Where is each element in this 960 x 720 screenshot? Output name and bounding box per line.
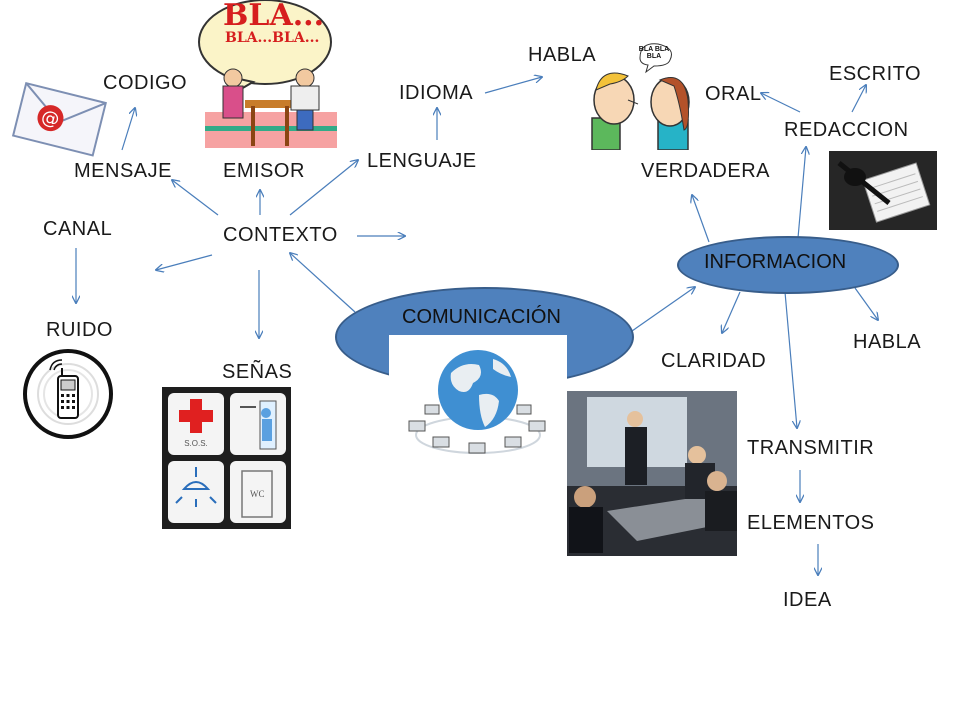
node-habla-top[interactable]: HABLA	[528, 44, 597, 66]
arrow-informacion-habla	[854, 287, 878, 320]
signs-image: S.O.S. WC	[162, 387, 291, 529]
informacion-ellipse[interactable]	[677, 236, 899, 294]
arrow-contexto-mensaje	[172, 180, 219, 216]
globe-network-image	[389, 335, 567, 470]
phone-noise-image	[22, 348, 114, 445]
informacion-label: INFORMACION	[704, 251, 847, 273]
red-cross-icon	[179, 399, 213, 433]
node-transmitir[interactable]: TRANSMITIR	[747, 437, 875, 459]
meeting-photo-image	[567, 391, 737, 556]
node-codigo[interactable]: CODIGO	[103, 72, 188, 94]
node-emisor[interactable]: EMISOR	[223, 160, 305, 182]
node-habla-right[interactable]: HABLA	[853, 331, 922, 353]
arrow-contexto-lenguaje	[289, 160, 358, 216]
bubble-text-bottom: BLA...BLA...	[225, 30, 320, 46]
arrow-informacion-redaccion	[797, 147, 806, 239]
notebook-pen-image	[829, 151, 937, 230]
node-lenguaje[interactable]: LENGUAJE	[367, 150, 477, 172]
chat-cartoon-image: BLA... BLA...BLA...	[195, 0, 345, 150]
node-idea[interactable]: IDEA	[783, 589, 832, 611]
node-elementos[interactable]: ELEMENTOS	[747, 512, 875, 534]
arrow-contexto-canal	[156, 254, 213, 270]
arrow-redaccion-escrito	[851, 85, 866, 113]
node-redaccion[interactable]: REDACCION	[784, 119, 909, 141]
node-senas[interactable]: SEÑAS	[222, 361, 293, 383]
arrow-informacion-transmitir	[784, 291, 797, 428]
lamp-icon	[175, 467, 217, 507]
node-mensaje[interactable]: MENSAJE	[74, 160, 172, 182]
svg-text:@: @	[39, 106, 62, 131]
node-ruido[interactable]: RUIDO	[46, 319, 113, 341]
arrow-informacion-verdadera	[692, 195, 710, 243]
bubble-text-top: BLA...	[223, 0, 325, 33]
node-contexto[interactable]: CONTEXTO	[223, 224, 338, 246]
envelope-image: @	[8, 80, 108, 167]
comunicacion-label: COMUNICACIÓN	[402, 306, 561, 328]
arrow-center-contexto	[290, 253, 356, 313]
node-oral[interactable]: ORAL	[705, 83, 762, 105]
people-talking-image: BLA BLA BLA	[588, 40, 698, 151]
node-idioma[interactable]: IDIOMA	[399, 82, 474, 104]
node-claridad[interactable]: CLARIDAD	[661, 350, 767, 372]
shower-icon	[240, 400, 277, 450]
node-canal[interactable]: CANAL	[43, 218, 113, 240]
arrow-center-informacion	[631, 287, 695, 332]
wc-label: WC	[250, 489, 265, 499]
arrow-mensaje-codigo	[121, 108, 135, 151]
arrow-informacion-claridad	[722, 291, 741, 333]
arrow-redaccion-oral	[761, 93, 801, 113]
node-escrito[interactable]: ESCRITO	[829, 63, 922, 85]
speech-small-text: BLA BLA BLA	[638, 46, 670, 60]
node-verdadera[interactable]: VERDADERA	[641, 160, 770, 182]
wc-door-icon	[241, 470, 273, 518]
sos-label: S.O.S.	[184, 439, 208, 448]
arrow-idioma-habla	[484, 77, 542, 94]
